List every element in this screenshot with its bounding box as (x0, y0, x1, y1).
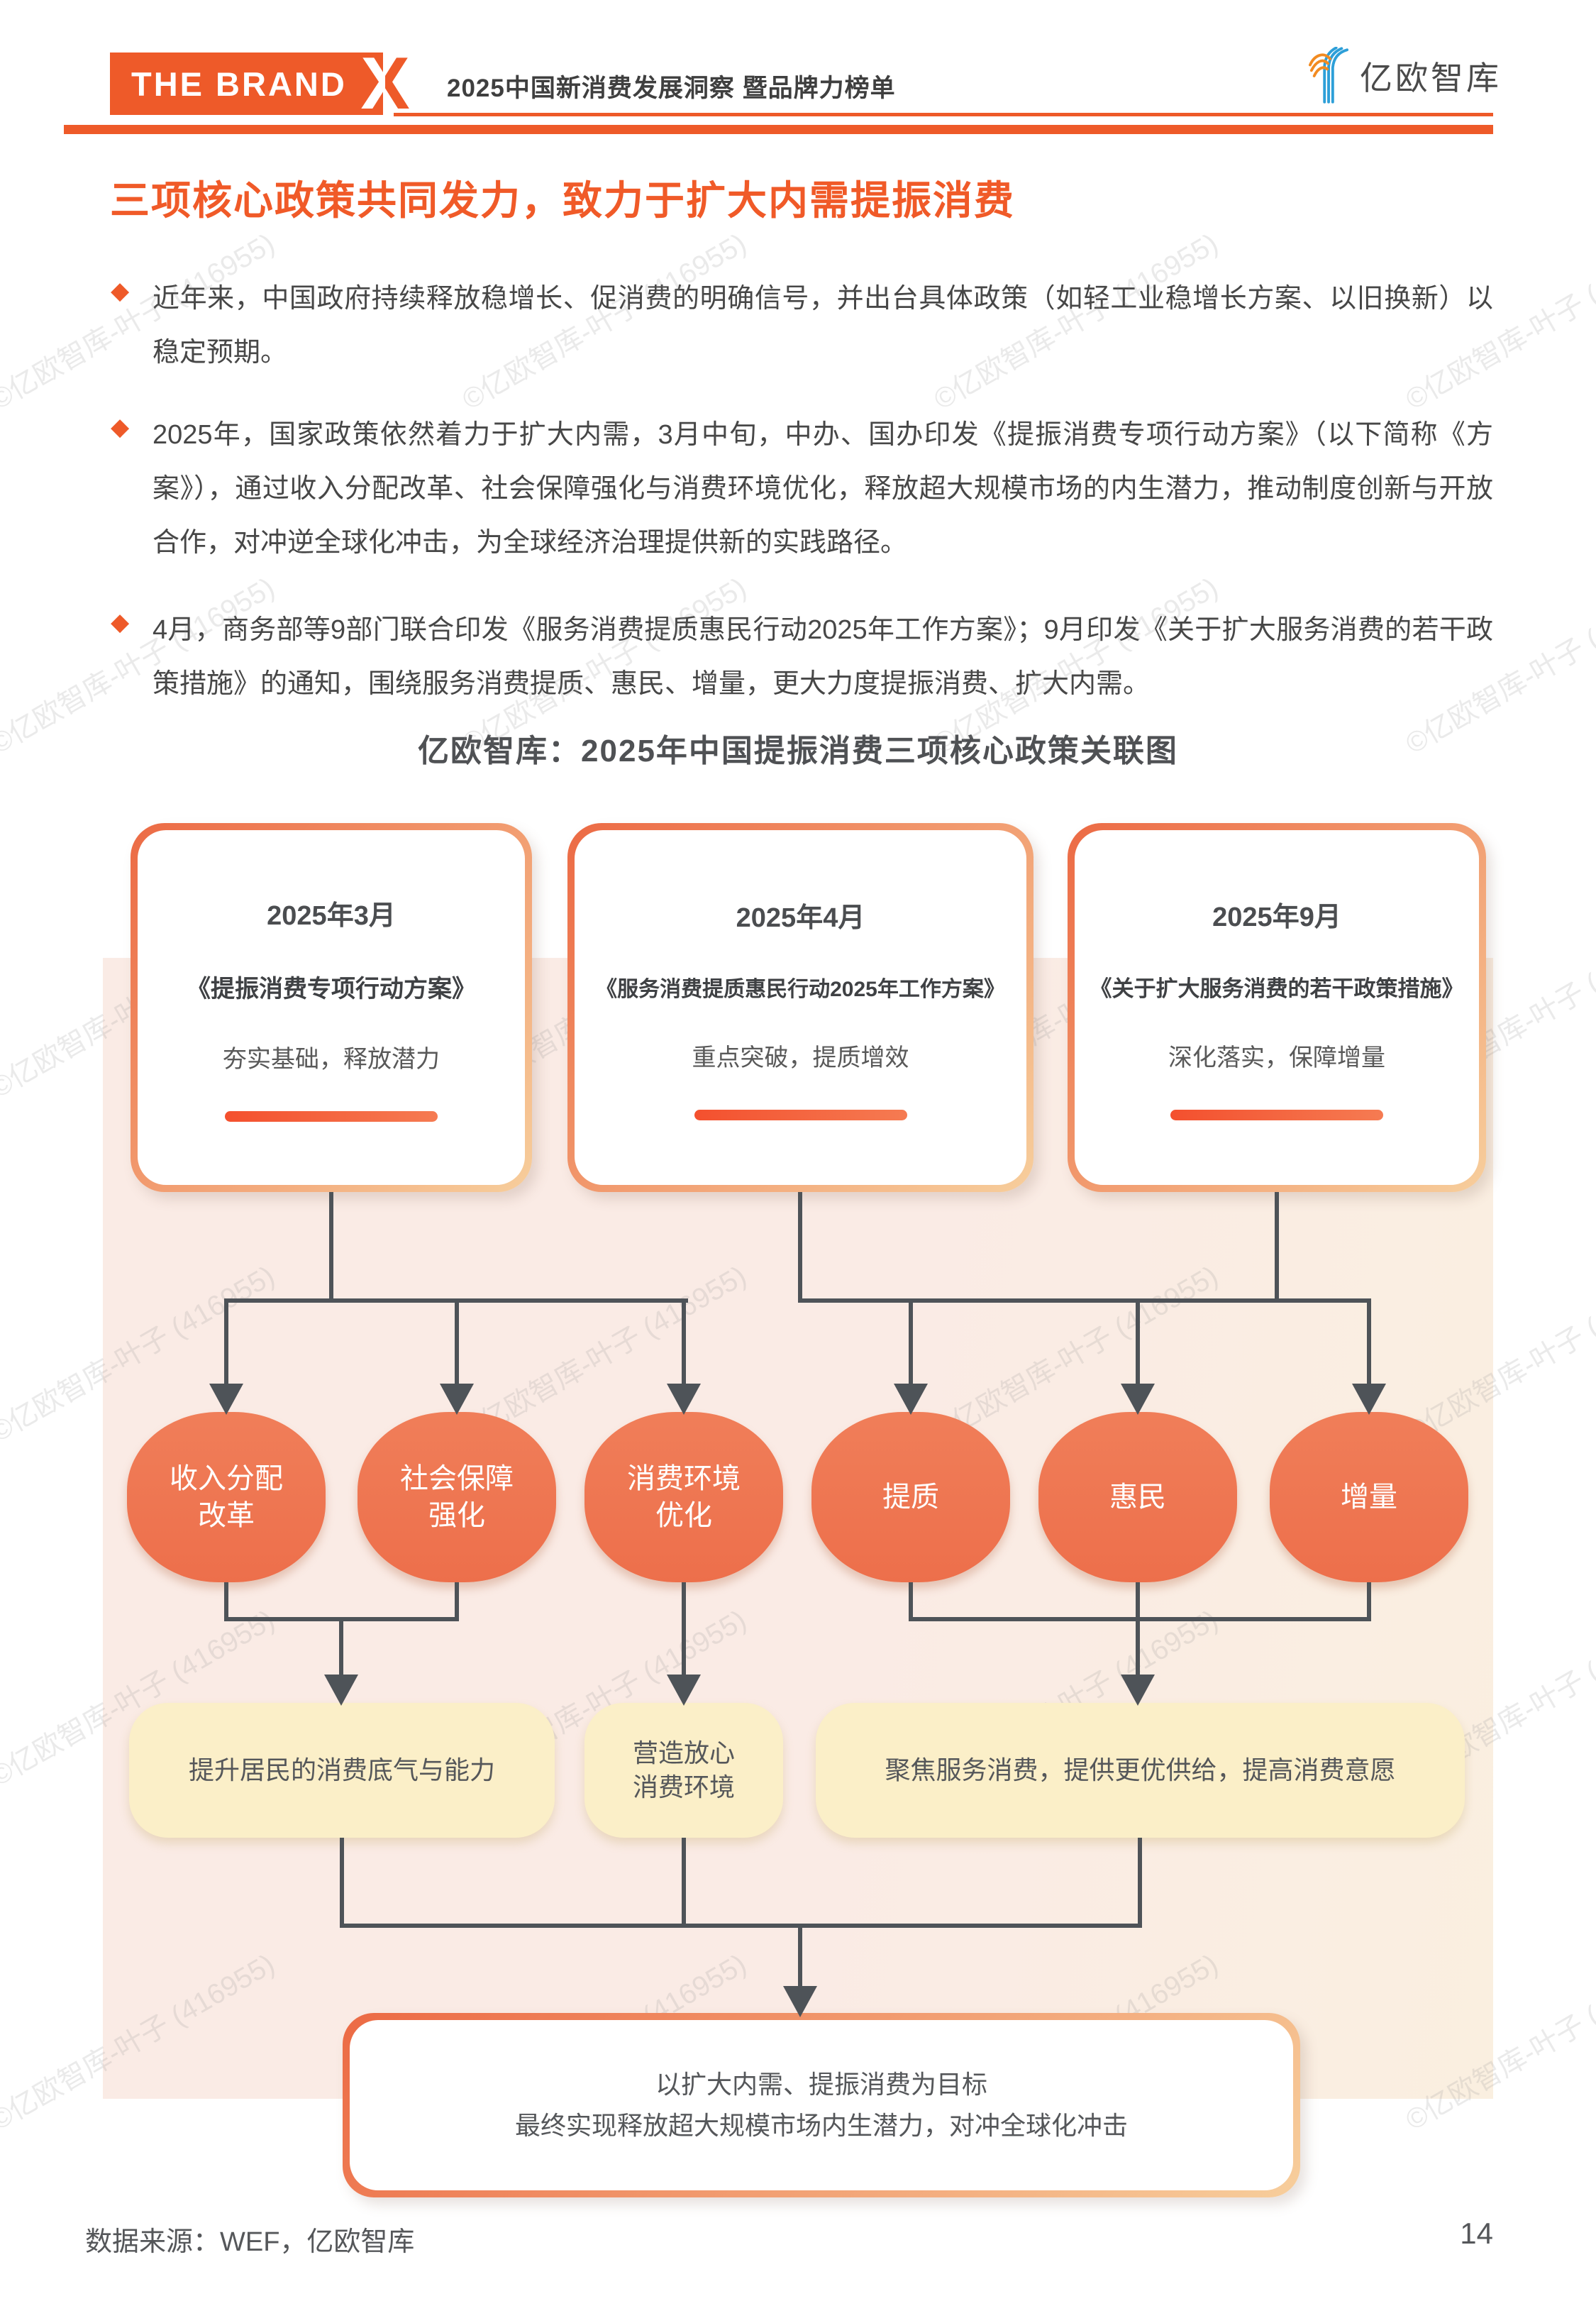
arrowhead-icon (324, 1675, 358, 1706)
policy-tagline: 深化落实，保障增量 (1168, 1044, 1385, 1071)
policy-card-march: 2025年3月 《提振消费专项行动方案》 夯实基础，释放潜力 (131, 823, 532, 1192)
connector-line (798, 1192, 802, 1302)
outcome-box-service-supply: 聚焦服务消费，提供更优供给，提高消费意愿 (816, 1703, 1465, 1838)
policy-date: 2025年4月 (736, 903, 865, 933)
policy-name: 《关于扩大服务消费的若干政策措施》 (1090, 976, 1464, 1001)
policy-card-april: 2025年4月 《服务消费提质惠民行动2025年工作方案》 重点突破，提质增效 (567, 823, 1033, 1192)
policy-date: 2025年3月 (267, 901, 396, 931)
policy-name: 《提振消费专项行动方案》 (187, 976, 476, 1003)
policy-date: 2025年9月 (1212, 903, 1341, 932)
bullet-paragraph: 2025年，国家政策依然着力于扩大内需，3月中旬，中办、国办印发《提振消费专项行… (153, 420, 1493, 558)
connector-line (455, 1582, 459, 1621)
policy-tagline: 夯实基础，释放潜力 (223, 1046, 440, 1073)
header-rule-thin (394, 113, 1493, 116)
outcome-box-safe-environment: 营造放心 消费环境 (584, 1703, 783, 1838)
connector-line (1367, 1582, 1371, 1621)
connector-line (1367, 1298, 1371, 1387)
header-rule-thick (64, 125, 1493, 134)
outcome-box-confidence: 提升居民的消费底气与能力 (129, 1703, 555, 1838)
measure-node-quality: 提质 (811, 1412, 1010, 1582)
document-subtitle: 2025中国新消费发展洞察 暨品牌力榜单 (447, 75, 896, 102)
measure-node-environment: 消费环境 优化 (584, 1412, 783, 1582)
bullet-paragraph: 近年来，中国政府持续释放稳增长、促消费的明确信号，并出台具体政策（如轻工业稳增长… (153, 284, 1493, 368)
connector-line (909, 1298, 913, 1387)
connector-line (224, 1582, 228, 1621)
connector-line (909, 1582, 913, 1621)
accent-bar (694, 1109, 907, 1120)
connector-line (798, 1298, 1371, 1303)
accent-bar (225, 1111, 438, 1122)
arrowhead-icon (440, 1384, 474, 1415)
arrowhead-icon (894, 1384, 928, 1415)
measure-node-benefit: 惠民 (1038, 1412, 1237, 1582)
connector-line (1138, 1838, 1142, 1928)
measure-node-income: 收入分配 改革 (127, 1412, 326, 1582)
connector-line (339, 1617, 343, 1679)
arrowhead-icon (1352, 1384, 1386, 1415)
measure-node-social-security: 社会保障 强化 (358, 1412, 556, 1582)
brand-logo-x-icon: X X (360, 43, 410, 125)
arrowhead-icon (209, 1384, 243, 1415)
connector-line (798, 1924, 802, 1989)
connector-line (1275, 1192, 1279, 1302)
page-title: 三项核心政策共同发力，致力于扩大内需提振消费 (110, 178, 1015, 223)
connector-line (1136, 1582, 1140, 1621)
diagram-caption: 亿欧智库：2025年中国提振消费三项核心政策关联图 (418, 734, 1178, 768)
connector-line (340, 1838, 344, 1928)
org-name: 亿欧智库 (1360, 60, 1502, 96)
connector-line (455, 1298, 459, 1387)
data-source: 数据来源：WEF，亿欧智库 (85, 2227, 415, 2257)
connector-line (909, 1617, 1371, 1621)
arrowhead-icon (1121, 1675, 1155, 1706)
brand-logo: THE BRAND (110, 53, 383, 115)
brand-logo-text: THE BRAND (131, 65, 347, 103)
page-number: 14 (1460, 2217, 1493, 2250)
connector-line (1136, 1617, 1140, 1679)
goal-box: 以扩大内需、提振消费为目标 最终实现释放超大规模市场内生潜力，对冲全球化冲击 (343, 2013, 1300, 2197)
diamond-bullet-icon: ◆ (111, 414, 130, 441)
connector-line (682, 1838, 686, 1928)
policy-tagline: 重点突破，提质增效 (692, 1044, 909, 1071)
connector-line (224, 1298, 228, 1387)
arrowhead-icon (667, 1384, 701, 1415)
measure-node-increment: 增量 (1270, 1412, 1468, 1582)
connector-line (340, 1924, 1142, 1928)
connector-line (682, 1298, 686, 1387)
connector-line (682, 1582, 686, 1679)
accent-bar (1170, 1110, 1383, 1120)
policy-name: 《服务消费提质惠民行动2025年工作方案》 (596, 977, 1005, 1001)
arrowhead-icon (667, 1675, 701, 1706)
diamond-bullet-icon: ◆ (111, 609, 130, 636)
diamond-bullet-icon: ◆ (111, 277, 130, 304)
arrowhead-icon (1121, 1384, 1155, 1415)
arrowhead-icon (783, 1986, 817, 2017)
connector-line (329, 1192, 333, 1302)
org-logo: 亿欧智库 (1309, 47, 1502, 105)
policy-card-september: 2025年9月 《关于扩大服务消费的若干政策措施》 深化落实，保障增量 (1068, 823, 1486, 1192)
connector-line (1136, 1298, 1140, 1387)
org-logo-icon (1309, 47, 1349, 104)
bullet-paragraph: 4月，商务部等9部门联合印发《服务消费提质惠民行动2025年工作方案》；9月印发… (153, 615, 1493, 699)
